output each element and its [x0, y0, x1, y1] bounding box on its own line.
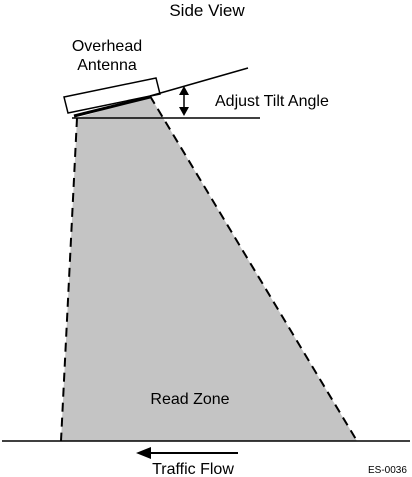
figure-id-label: ES-0036: [368, 465, 407, 476]
tilt-adjust-arrow-icon: [179, 86, 189, 116]
traffic-flow-label: Traffic Flow: [152, 461, 234, 477]
antenna-label-line2: Antenna: [77, 57, 137, 74]
antenna-label-line1: Overhead: [72, 38, 142, 55]
tilt-angle-label: Adjust Tilt Angle: [215, 93, 329, 110]
read-zone-label: Read Zone: [150, 391, 229, 408]
tilt-reference-line: [150, 68, 248, 96]
read-zone-area: [61, 96, 357, 441]
diagram-title: Side View: [169, 1, 245, 20]
traffic-flow-arrow-icon: [136, 447, 238, 459]
